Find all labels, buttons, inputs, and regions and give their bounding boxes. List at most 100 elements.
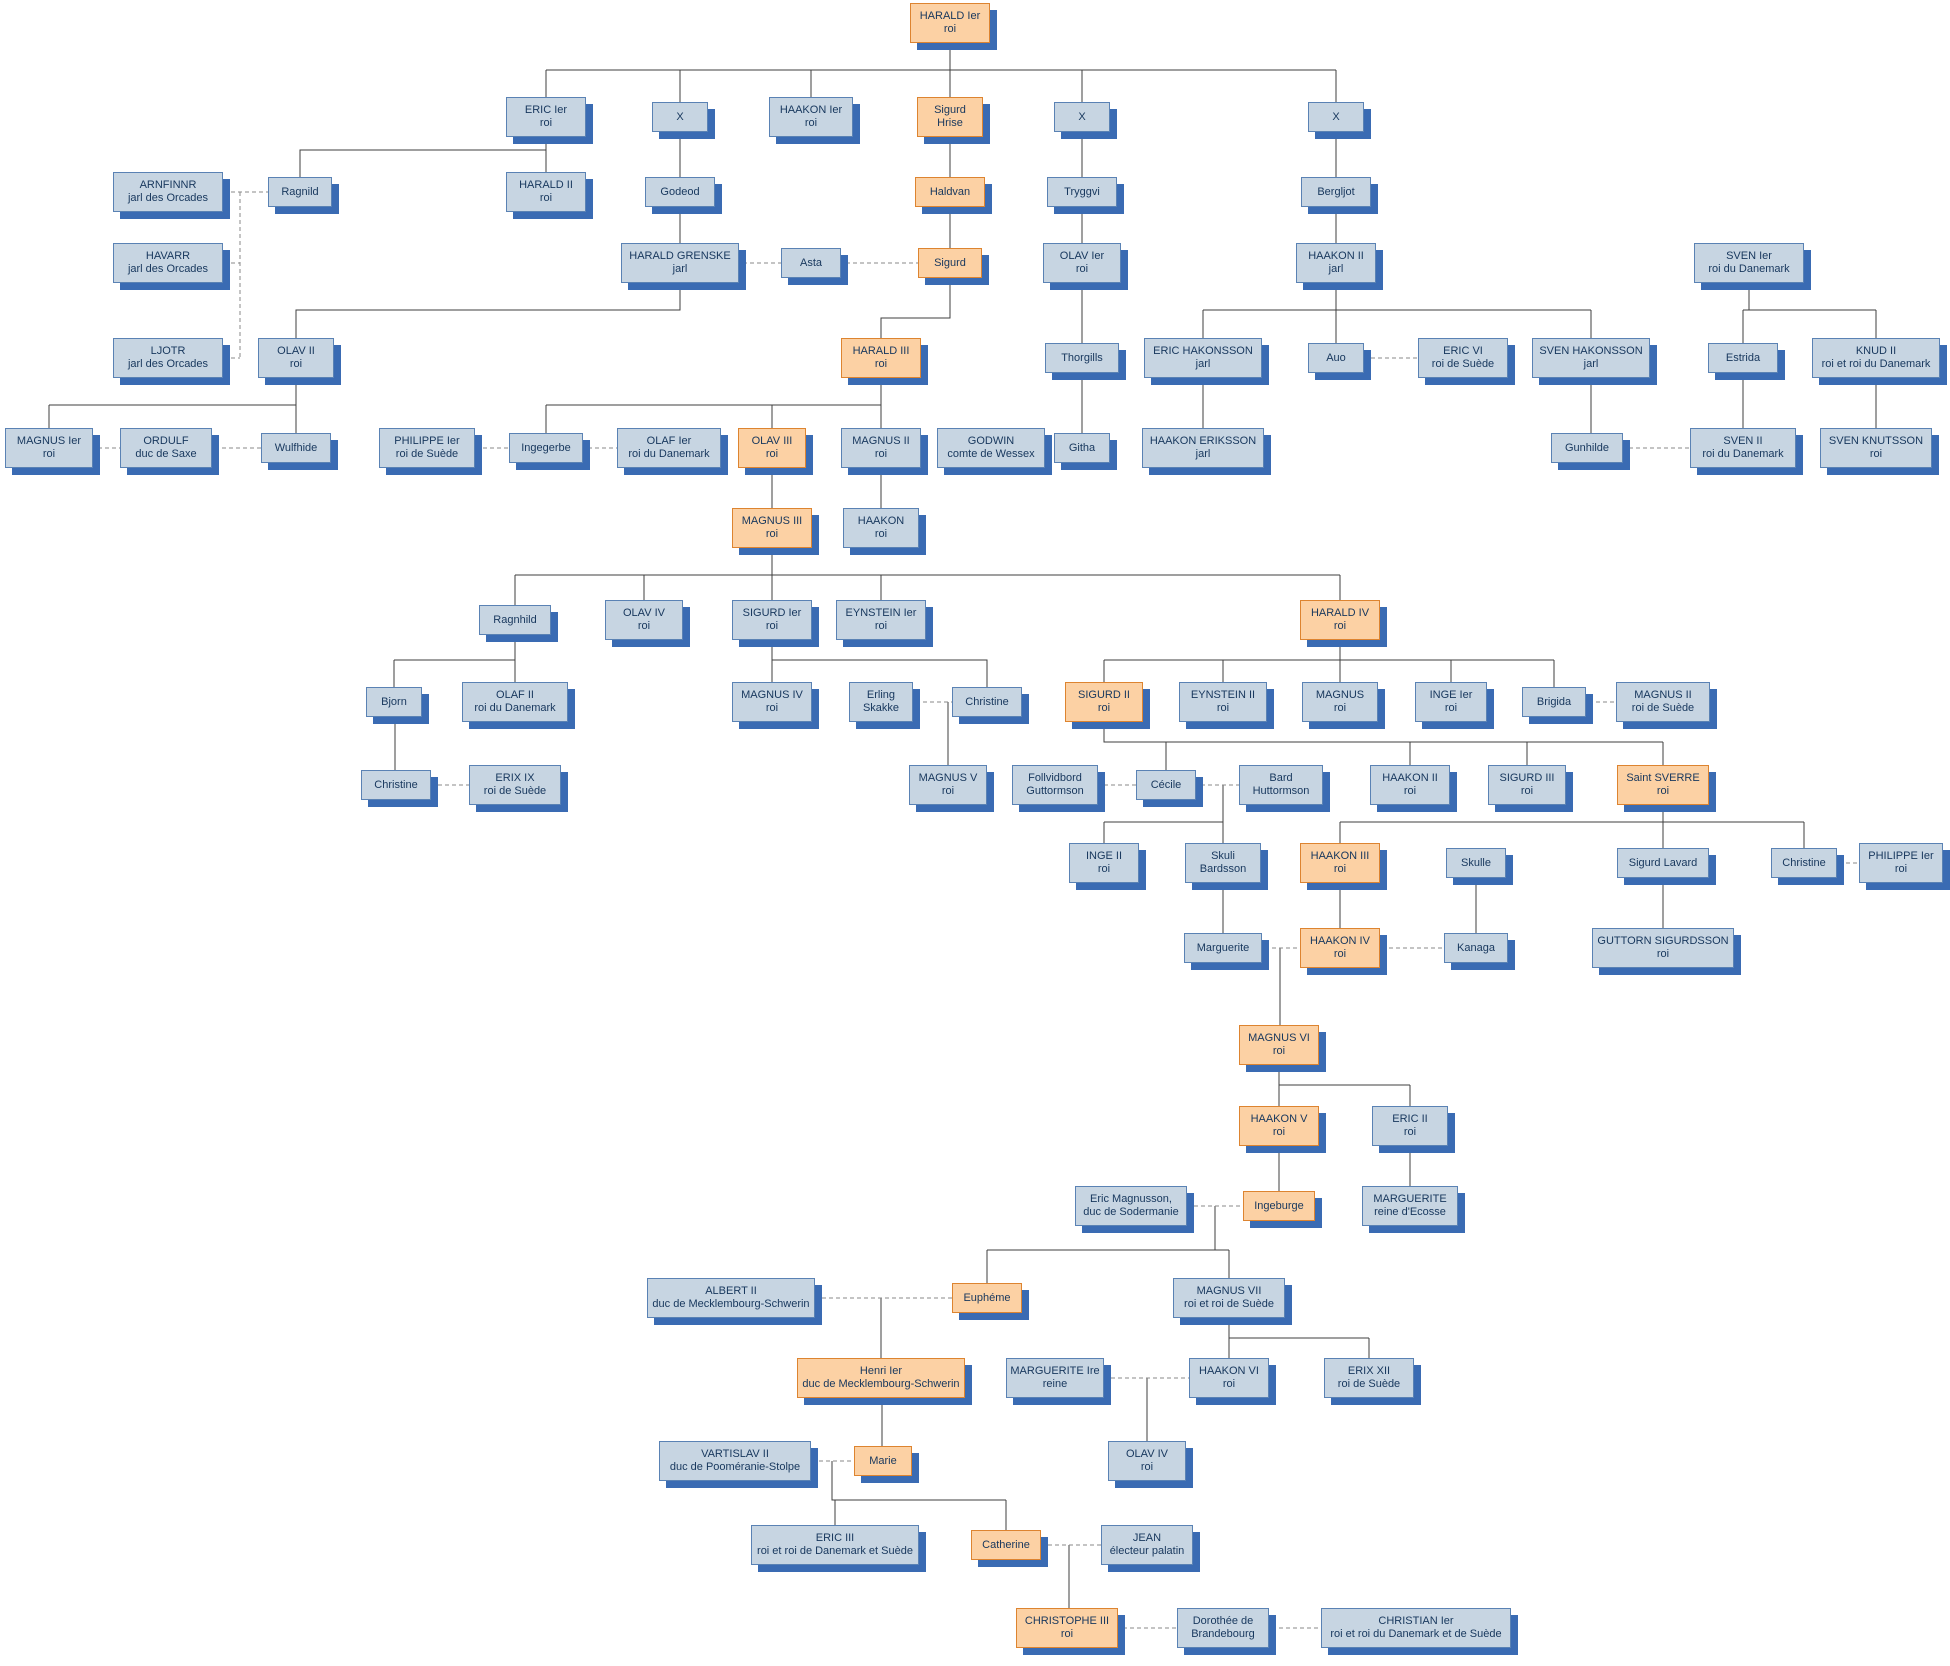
node-christine-3: Christine: [1771, 848, 1837, 878]
node-eric-hakonsson: ERIC HAKONSSON jarl: [1144, 338, 1262, 378]
node-harald-iii: HARALD III roi: [841, 338, 921, 378]
node-olav-ier: OLAV Ier roi: [1043, 243, 1121, 283]
node-erix-ix: ERIX IX roi de Suède: [469, 765, 561, 805]
node-ragnhild: Ragnhild: [479, 605, 551, 635]
node-christophe-iii: CHRISTOPHE III roi: [1016, 1608, 1118, 1648]
node-magnus-roi: MAGNUS roi: [1302, 682, 1378, 722]
node-skuli-bardsson: Skuli Bardsson: [1185, 843, 1261, 883]
node-haakon-ier: HAAKON Ier roi: [769, 97, 853, 137]
node-eric-ier: ERIC Ier roi: [506, 97, 586, 137]
node-inge-ier: INGE Ier roi: [1415, 682, 1487, 722]
node-sven-knutsson: SVEN KNUTSSON roi: [1820, 428, 1932, 468]
node-marguerite-ire: MARGUERITE Ire reine: [1006, 1358, 1104, 1398]
node-christine-1: Christine: [952, 687, 1022, 717]
node-ingegerbe: Ingegerbe: [509, 433, 583, 463]
marriage-lines: [49, 191, 1901, 1629]
node-estrida: Estrida: [1708, 343, 1778, 373]
node-vartislav-ii: VARTISLAV II duc de Pooméranie-Stolpe: [659, 1441, 811, 1481]
node-albert-ii: ALBERT II duc de Mecklembourg-Schwerin: [647, 1278, 815, 1318]
node-sigurd-hrise: Sigurd Hrise: [917, 97, 983, 137]
node-inge-ii: INGE II roi: [1069, 843, 1139, 883]
node-ordulf: ORDULF duc de Saxe: [120, 428, 212, 468]
node-olav-ii: OLAV II roi: [258, 338, 334, 378]
node-harald-ier: HARALD Ier roi: [910, 3, 990, 43]
node-magnus-iii: MAGNUS III roi: [732, 508, 812, 548]
node-magnus-vii: MAGNUS VII roi et roi de Suède: [1173, 1278, 1285, 1318]
node-tryggvi: Tryggvi: [1047, 177, 1117, 207]
node-dorothee-brandebourg: Dorothée de Brandebourg: [1177, 1608, 1269, 1648]
node-sigurd-iii: SIGURD III roi: [1488, 765, 1566, 805]
node-christian-ier: CHRISTIAN Ier roi et roi du Danemark et …: [1321, 1608, 1511, 1648]
node-wulfhide: Wulfhide: [261, 433, 331, 463]
node-x-c: X: [1308, 102, 1364, 132]
node-ljotr: LJOTR jarl des Orcades: [113, 338, 223, 378]
node-gunhilde: Gunhilde: [1551, 433, 1623, 463]
node-haakon-ii-roi: HAAKON II roi: [1370, 765, 1450, 805]
node-christine-2: Christine: [361, 770, 431, 800]
node-bard-huttormson: Bard Huttormson: [1239, 765, 1323, 805]
node-magnus-vi: MAGNUS VI roi: [1239, 1025, 1319, 1065]
node-philippe-ier-suede: PHILIPPE Ier roi de Suède: [379, 428, 475, 468]
node-magnus-ier: MAGNUS Ier roi: [5, 428, 93, 468]
node-erix-xii: ERIX XII roi de Suède: [1324, 1358, 1414, 1398]
node-harald-grenske: HARALD GRENSKE jarl: [621, 243, 739, 283]
node-olav-iv: OLAV IV roi: [605, 600, 683, 640]
node-magnus-ii: MAGNUS II roi: [841, 428, 921, 468]
node-sigurd-lavard: Sigurd Lavard: [1617, 848, 1709, 878]
node-sven-ii: SVEN II roi du Danemark: [1690, 428, 1796, 468]
node-githa: Githa: [1054, 433, 1110, 463]
node-haakon-eriksson: HAAKON ERIKSSON jarl: [1142, 428, 1264, 468]
node-eric-ii: ERIC II roi: [1372, 1106, 1448, 1146]
node-x-a: X: [652, 102, 708, 132]
node-bergljot: Bergljot: [1301, 177, 1371, 207]
node-marguerite: Marguerite: [1184, 933, 1262, 963]
node-haakon-ii-jarl: HAAKON II jarl: [1296, 243, 1376, 283]
node-eric-vi: ERIC VI roi de Suède: [1418, 338, 1508, 378]
node-eric-iii: ERIC III roi et roi de Danemark et Suède: [751, 1525, 919, 1565]
node-godeod: Godeod: [645, 177, 715, 207]
node-catherine: Catherine: [971, 1530, 1041, 1560]
node-olaf-ier-danemark: OLAF Ier roi du Danemark: [617, 428, 721, 468]
node-haakon-iv: HAAKON IV roi: [1300, 928, 1380, 968]
node-eric-magnusson: Eric Magnusson, duc de Sodermanie: [1075, 1186, 1187, 1226]
node-sven-ier: SVEN Ier roi du Danemark: [1694, 243, 1804, 283]
node-sigurd-ier: SIGURD Ier roi: [732, 600, 812, 640]
node-ingeburge: Ingeburge: [1243, 1191, 1315, 1221]
node-olav-iv-2: OLAV IV roi: [1108, 1441, 1186, 1481]
node-henri-ier: Henri Ier duc de Mecklembourg-Schwerin: [797, 1358, 965, 1398]
node-haldvan: Haldvan: [915, 177, 985, 207]
node-asta: Asta: [781, 248, 841, 278]
node-magnus-ii-suede: MAGNUS II roi de Suède: [1616, 682, 1710, 722]
node-arnfinnr: ARNFINNR jarl des Orcades: [113, 172, 223, 212]
node-erling-skakke: Erling Skakke: [849, 682, 913, 722]
node-magnus-iv: MAGNUS IV roi: [732, 682, 812, 722]
node-magnus-v: MAGNUS V roi: [909, 765, 987, 805]
node-godwin: GODWIN comte de Wessex: [937, 428, 1045, 468]
node-haakon-roi: HAAKON roi: [843, 508, 919, 548]
node-brigida: Brigida: [1522, 687, 1586, 717]
node-harald-ii: HARALD II roi: [506, 172, 586, 212]
node-olaf-ii-danemark: OLAF II roi du Danemark: [462, 682, 568, 722]
node-kanaga: Kanaga: [1444, 933, 1508, 963]
node-thorgills: Thorgills: [1045, 343, 1119, 373]
node-sven-hakonsson: SVEN HAKONSSON jarl: [1532, 338, 1650, 378]
node-eynstein-ier: EYNSTEIN Ier roi: [836, 600, 926, 640]
node-skulle: Skulle: [1446, 848, 1506, 878]
node-marie: Marie: [854, 1446, 912, 1476]
node-knud-ii: KNUD II roi et roi du Danemark: [1812, 338, 1940, 378]
node-sigurd-syr: Sigurd: [918, 248, 982, 278]
node-follvidbord-guttormson: Follvidbord Guttormson: [1012, 765, 1098, 805]
node-eynstein-ii: EYNSTEIN II roi: [1179, 682, 1267, 722]
node-olav-iii: OLAV III roi: [738, 428, 806, 468]
node-bjorn: Bjorn: [366, 687, 422, 717]
node-auo: Auo: [1308, 343, 1364, 373]
node-sigurd-ii: SIGURD II roi: [1065, 682, 1143, 722]
node-cecile: Cécile: [1136, 770, 1196, 800]
node-havarr: HAVARR jarl des Orcades: [113, 243, 223, 283]
node-jean: JEAN électeur palatin: [1101, 1525, 1193, 1565]
node-eupheme: Euphéme: [952, 1283, 1022, 1313]
node-ragnild: Ragnild: [268, 177, 332, 207]
node-haakon-v: HAAKON V roi: [1239, 1106, 1319, 1146]
node-x-b: X: [1054, 102, 1110, 132]
